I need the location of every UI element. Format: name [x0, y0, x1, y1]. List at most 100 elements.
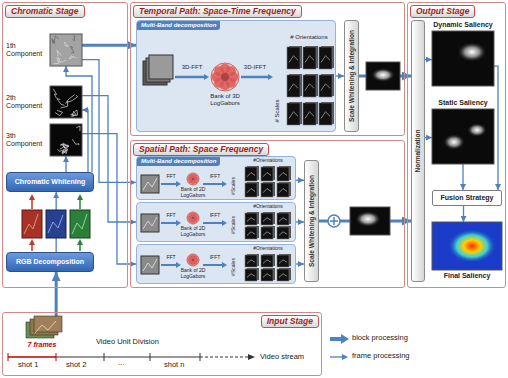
inner-arrow [222, 181, 227, 187]
legend-block-arrow [330, 337, 342, 341]
saliency-blob [443, 134, 465, 150]
filter-response [263, 274, 271, 278]
image-texture [55, 110, 62, 115]
component-image [141, 256, 159, 274]
image-texture [70, 111, 76, 115]
channel-arrow [31, 199, 33, 209]
filter-response [319, 103, 332, 125]
flow-arrow [425, 59, 432, 60]
transform-label: FFT [159, 174, 183, 180]
green-channel-image [70, 210, 90, 238]
axis-label: #Scales [231, 258, 237, 276]
axis-label: #Orientations [241, 158, 295, 164]
flow-arrow [296, 263, 304, 264]
legend-text: block processing [352, 334, 408, 342]
map-label: Static Saliency [432, 99, 494, 107]
multiband-box: FFTBank of 2D LogGaborsIFFT#Orientations… [136, 244, 296, 284]
inner-arrow [203, 183, 223, 185]
image-texture [69, 56, 76, 59]
filter-response [261, 213, 273, 225]
heat-blob [448, 229, 496, 263]
saliency-image [432, 31, 494, 86]
filter-response [303, 75, 316, 97]
multiband-box: FFTBank of 2D LogGaborsIFFT#Orientations… [136, 202, 296, 242]
filter-response [287, 103, 300, 125]
process-label: Scale Whitening & Integration [348, 30, 355, 122]
inner-arrow [241, 76, 269, 79]
filter-response [261, 269, 273, 281]
image-texture [66, 95, 75, 104]
filter-response [289, 84, 298, 91]
group-title: Multi-Band decomposition [137, 21, 220, 30]
filter-response [305, 56, 314, 63]
filter-response [321, 56, 330, 63]
filter-response [245, 227, 257, 239]
filter-response [305, 112, 314, 119]
panel-title: Temporal Path: Space-Time Frequency [133, 5, 302, 18]
image-texture [57, 149, 64, 153]
axis-label: #Orientations [241, 246, 295, 252]
component-image [50, 86, 82, 118]
filter-response [245, 213, 257, 225]
flow-arrow [336, 75, 344, 76]
filter-response [279, 173, 287, 177]
image-texture [54, 58, 59, 64]
saliency-map: Dynamic Saliency [432, 20, 494, 86]
legend-frame-arrow [342, 354, 348, 360]
image-texture [76, 126, 80, 131]
filter-response [245, 183, 257, 197]
inner-arrow [222, 220, 227, 226]
image-texture [72, 110, 77, 116]
filter-response [277, 167, 289, 181]
stage-panel: Input Stage7 frames [2, 312, 322, 376]
saliency-blob [355, 211, 381, 227]
inner-arrow [176, 262, 181, 268]
filter-response [247, 189, 255, 193]
component-label: 2th Component [6, 94, 48, 109]
component-image: 3th Component [6, 124, 82, 156]
image-texture [143, 259, 157, 271]
sum-symbol [328, 215, 340, 227]
filter-bank-label: Bank of 3D LogGabors [199, 93, 251, 106]
group-title: Multi-Band decomposition [137, 157, 220, 166]
shot-label: shot 2 [66, 361, 86, 369]
flow-arrow [82, 110, 88, 172]
filter-response [263, 232, 271, 236]
shot-label: shot 1 [18, 361, 38, 369]
flow-arrow [55, 272, 58, 316]
video-frame [34, 316, 62, 332]
process-box: RGB Decomposition [6, 252, 94, 272]
log-gabor-bank [187, 212, 199, 224]
image-texture [57, 99, 65, 106]
timeline-arrow [248, 354, 255, 360]
filter-response [277, 183, 289, 197]
log-gabor-filter [191, 216, 195, 220]
component-image: 1th Component [6, 34, 82, 66]
filter-response [319, 47, 332, 69]
axis-label: #Scales [231, 216, 237, 234]
transform-label: FFT [159, 255, 183, 261]
component-image [50, 34, 82, 66]
filter-response [245, 167, 257, 181]
component-label: 1th Component [6, 42, 48, 57]
filter-response [263, 189, 271, 193]
node-illustration [432, 98, 494, 164]
map-label: Final Saliency [432, 272, 502, 280]
image-texture [52, 39, 55, 44]
filter-response [303, 103, 316, 125]
filter-response [247, 232, 255, 236]
filter-response [319, 75, 332, 97]
frame-count: 7 frames [12, 341, 72, 349]
flow-arrow [462, 164, 463, 190]
filter-bank-label: Bank of 2D LogGabors [175, 187, 211, 198]
red-channel-image [22, 210, 42, 238]
process-label: Chromatic Whitening [15, 178, 85, 186]
transform-label: IFFT [203, 174, 227, 180]
filter-response [261, 167, 273, 181]
inner-arrow [268, 74, 273, 80]
legend-text: frame processing [352, 352, 410, 360]
image-texture [64, 42, 68, 47]
filter-response [277, 255, 289, 267]
transform-label: 3D-FFT [175, 64, 209, 71]
